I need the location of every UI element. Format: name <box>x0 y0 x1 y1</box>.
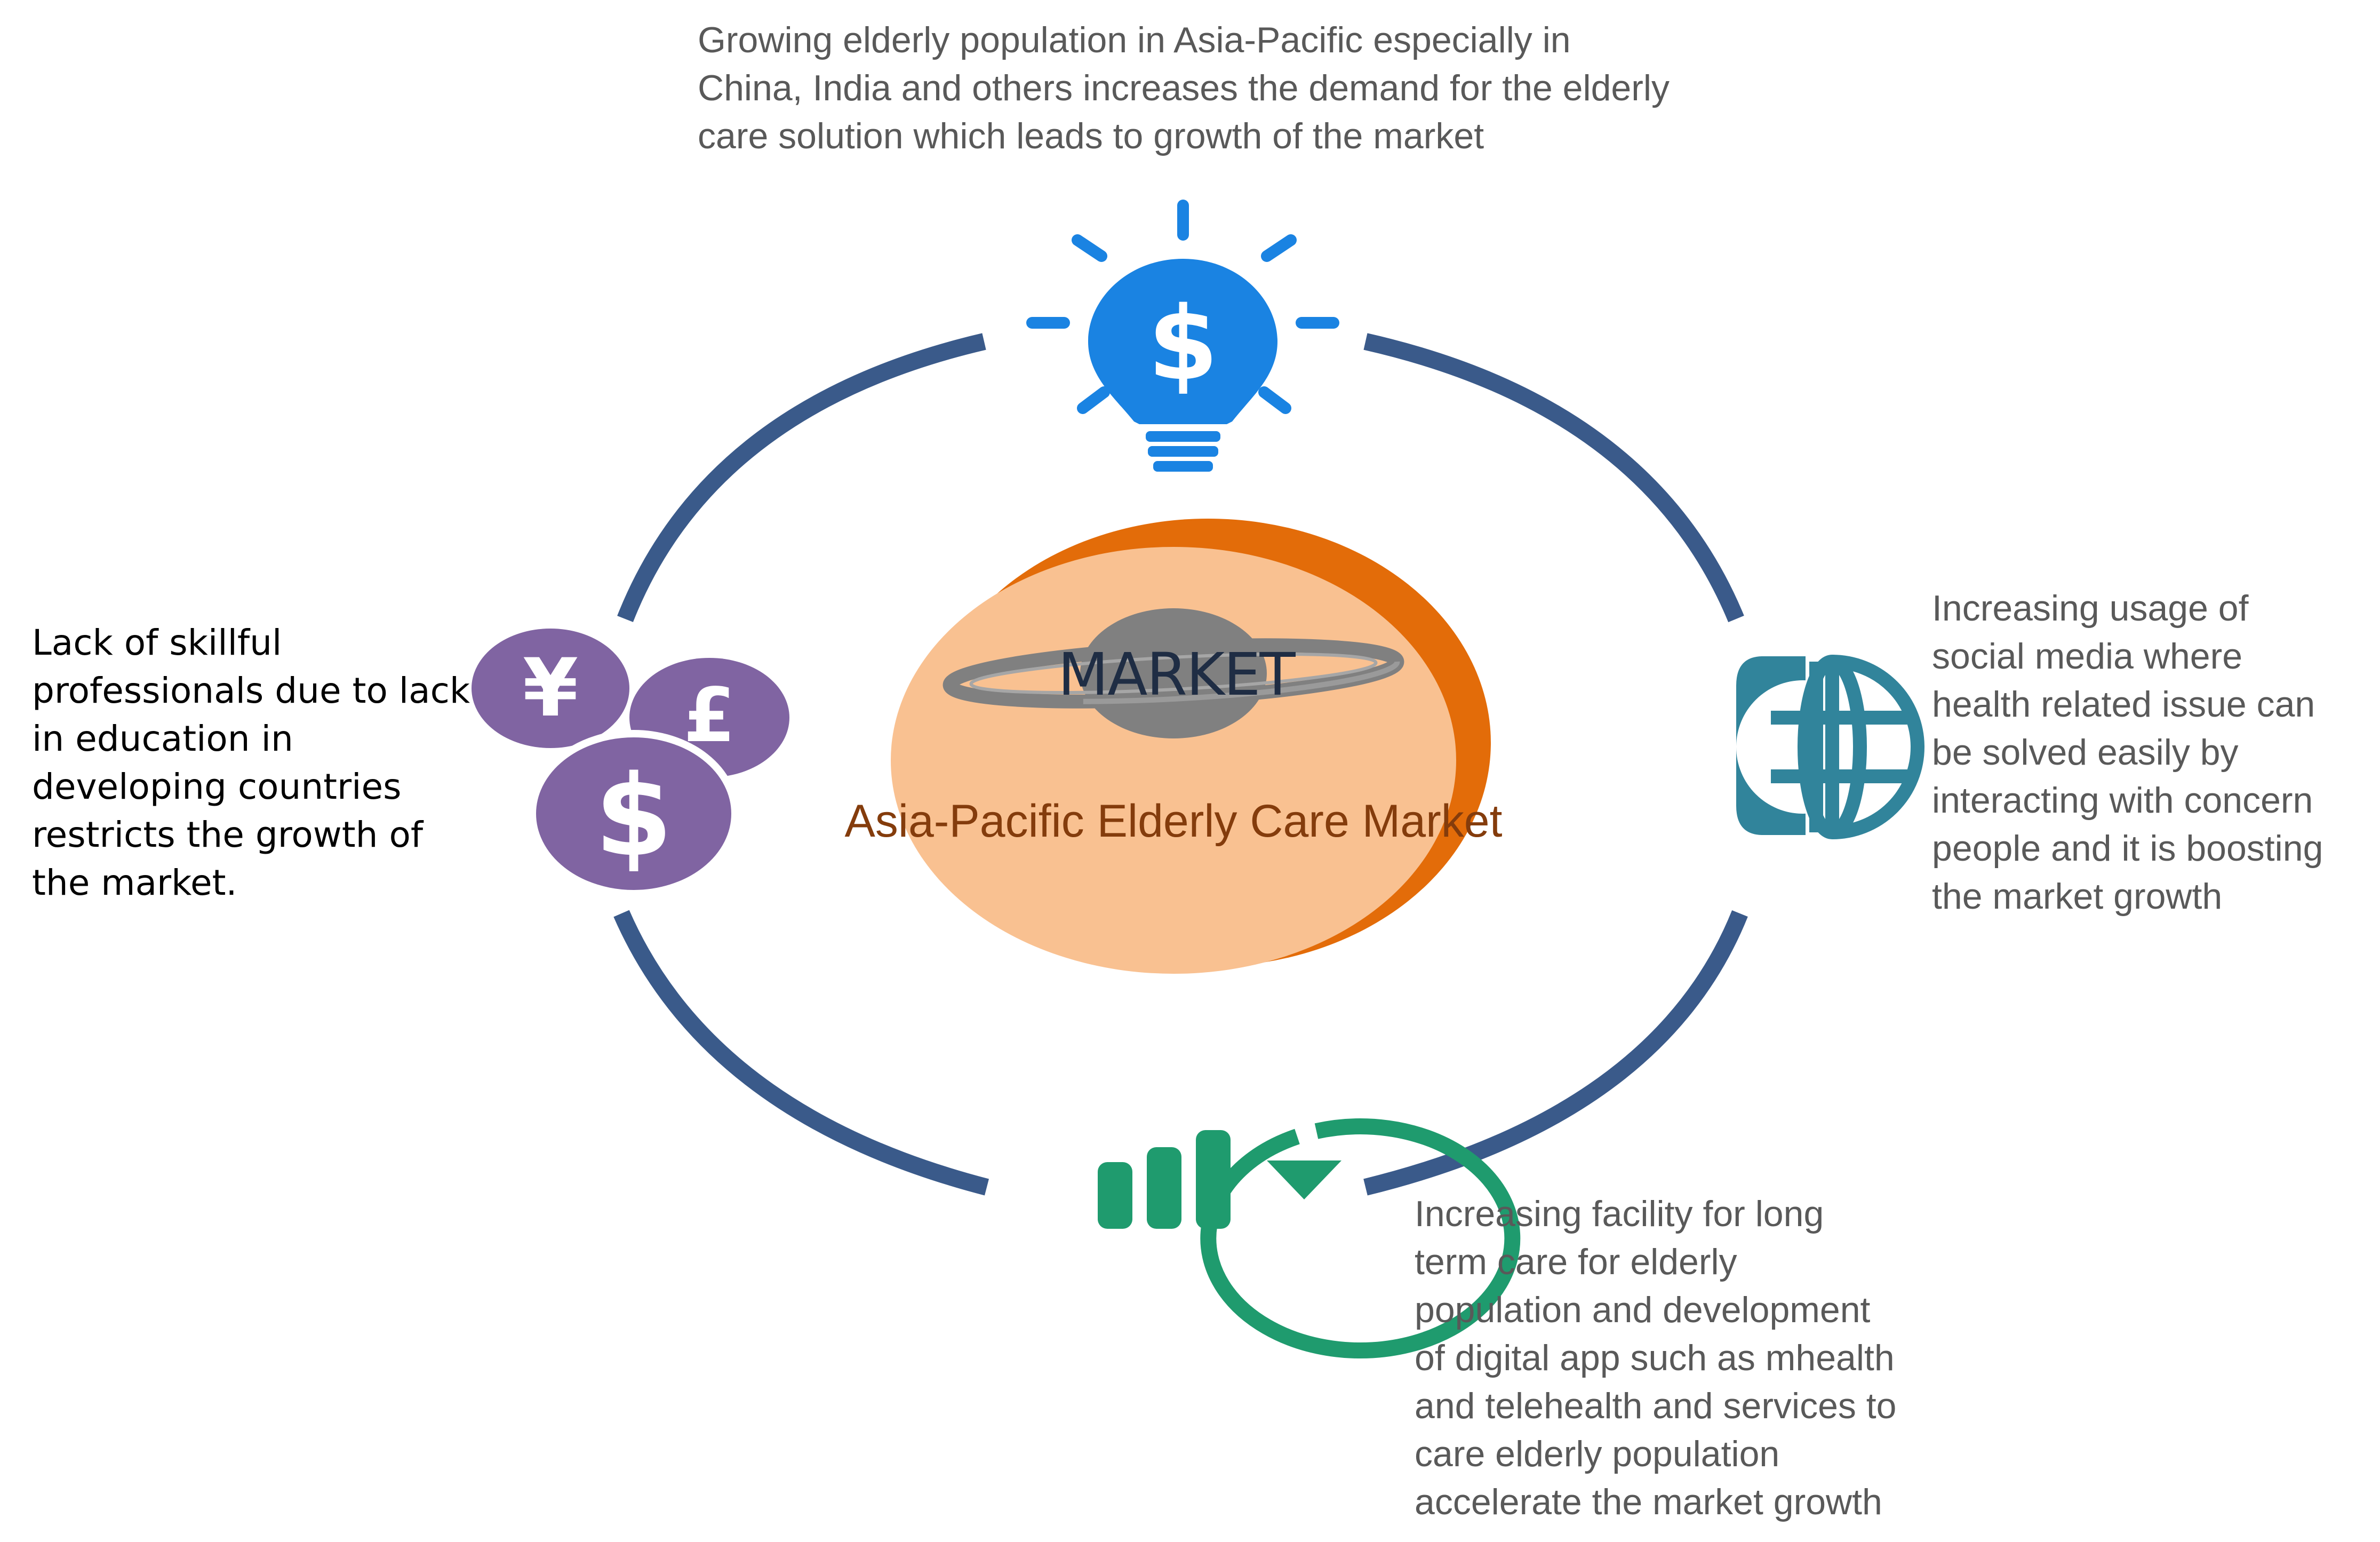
right-note: Increasing usage of social media where h… <box>1932 584 2323 920</box>
ring-arc-bottom-right <box>1363 910 1748 1196</box>
top-note: Growing elderly population in Asia-Pacif… <box>698 16 1670 160</box>
right-note-line: the market growth <box>1932 876 2223 917</box>
left-note-line: developing countries <box>32 766 402 807</box>
ring-arc-top-right <box>1363 333 1744 623</box>
globe-icon <box>1736 655 1924 839</box>
market-subtitle: Asia-Pacific Elderly Care Market <box>844 796 1503 847</box>
right-note-line: social media where <box>1932 636 2243 677</box>
cycle-ring <box>613 333 1748 1196</box>
right-note-line: be solved easily by <box>1932 732 2239 773</box>
ring-arc-bottom-left <box>613 910 989 1196</box>
bulb-dollar-symbol: $ <box>1148 285 1218 403</box>
right-note-line: Increasing usage of <box>1932 588 2249 629</box>
bottom-note-line: term care for elderly <box>1415 1242 1737 1282</box>
right-note-line: interacting with concern <box>1932 780 2313 821</box>
planet-body <box>1080 608 1267 738</box>
top-note-line: Growing elderly population in Asia-Pacif… <box>698 20 1571 60</box>
dollar-lightbulb-icon: $ <box>1026 200 1339 472</box>
dollar-coin <box>529 730 739 897</box>
bottom-note-line: Increasing facility for long <box>1415 1194 1824 1234</box>
left-note-line: professionals due to lack <box>32 670 470 711</box>
planet-ring-front <box>947 642 1400 704</box>
top-note-line: care solution which leads to growth of t… <box>698 116 1484 156</box>
right-note-line: people and it is boosting <box>1932 828 2323 869</box>
bottom-note-line: of digital app such as mhealth <box>1415 1338 1895 1378</box>
currency-coins-icon <box>472 629 789 897</box>
ring-arc-top-left <box>617 333 986 622</box>
left-note-line: Lack of skillful <box>32 622 282 663</box>
yen-symbol: ¥ <box>522 642 579 735</box>
bottom-note: Increasing facility for long term care f… <box>1415 1190 1897 1526</box>
bar-chart-refresh-icon <box>1040 998 1521 1359</box>
top-note-line: China, India and others increases the de… <box>698 68 1670 108</box>
right-note-line: health related issue can <box>1932 684 2315 725</box>
bottom-note-line: accelerate the market growth <box>1415 1482 1882 1522</box>
left-note-line: the market. <box>32 862 237 903</box>
left-note-line: restricts the growth of <box>32 814 424 855</box>
center-market-graphic <box>891 519 1491 974</box>
dollar-symbol: $ <box>594 751 673 881</box>
bottom-note-line: care elderly population <box>1415 1434 1780 1474</box>
market-title: MARKET <box>1058 640 1295 709</box>
bottom-note-line: and telehealth and services to <box>1415 1386 1897 1426</box>
left-note-line: in education in <box>32 718 293 759</box>
left-note: Lack of skillful professionals due to la… <box>32 619 470 907</box>
pound-symbol: £ <box>683 672 736 759</box>
yen-coin <box>472 629 629 748</box>
bottom-note-line: population and development <box>1415 1290 1871 1330</box>
planet-ring-inner <box>969 653 1378 694</box>
